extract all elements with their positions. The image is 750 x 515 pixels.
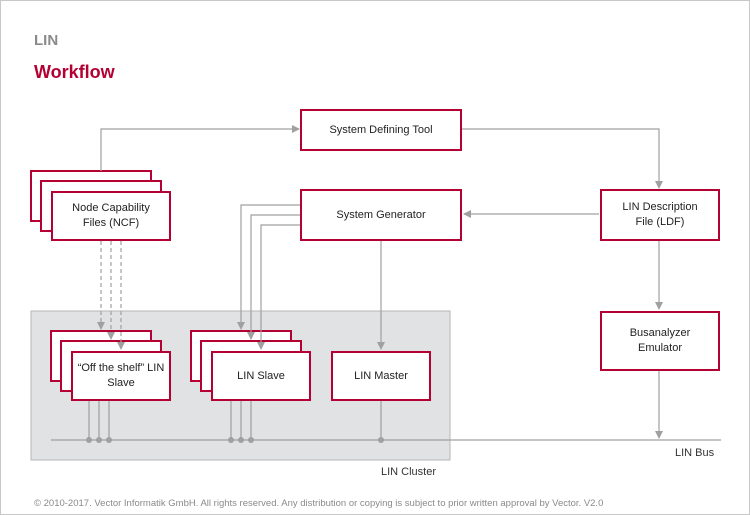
- node-capability-files-box: Node Capability Files (NCF): [51, 191, 171, 241]
- lin-slave-box: LIN Slave: [211, 351, 311, 401]
- dashed-connectors: [97, 241, 125, 350]
- system-defining-tool-box: System Defining Tool: [300, 109, 462, 151]
- system-defining-tool-label: System Defining Tool: [329, 123, 433, 136]
- section-label: LIN: [34, 32, 59, 49]
- page-title: Workflow: [34, 62, 115, 82]
- lin-description-file-box: LIN Description File (LDF): [600, 189, 720, 241]
- copyright-notice: © 2010-2017. Vector Informatik GmbH. All…: [34, 498, 604, 509]
- lin-master-box: LIN Master: [331, 351, 431, 401]
- off-the-shelf-slave-box: “Off the shelf” LIN Slave: [71, 351, 171, 401]
- connectors: [51, 125, 721, 441]
- busanalyzer-emulator-label: Busanalyzer Emulator: [629, 327, 691, 354]
- lin-bus-label: LIN Bus: [675, 447, 715, 459]
- system-generator-box: System Generator: [300, 189, 462, 241]
- lin-cluster-label: LIN Cluster: [381, 466, 437, 478]
- lin-description-file-label: LIN Description File (LDF): [622, 201, 698, 228]
- bus-junctions: [86, 437, 384, 443]
- lin-slave-label: LIN Slave: [237, 369, 285, 382]
- lin-master-label: LIN Master: [354, 369, 408, 382]
- node-capability-files-label: Node Capability Files (NCF): [72, 202, 150, 229]
- off-the-shelf-slave-label: “Off the shelf” LIN Slave: [77, 362, 165, 389]
- system-generator-label: System Generator: [336, 208, 426, 221]
- busanalyzer-emulator-box: Busanalyzer Emulator: [600, 311, 720, 371]
